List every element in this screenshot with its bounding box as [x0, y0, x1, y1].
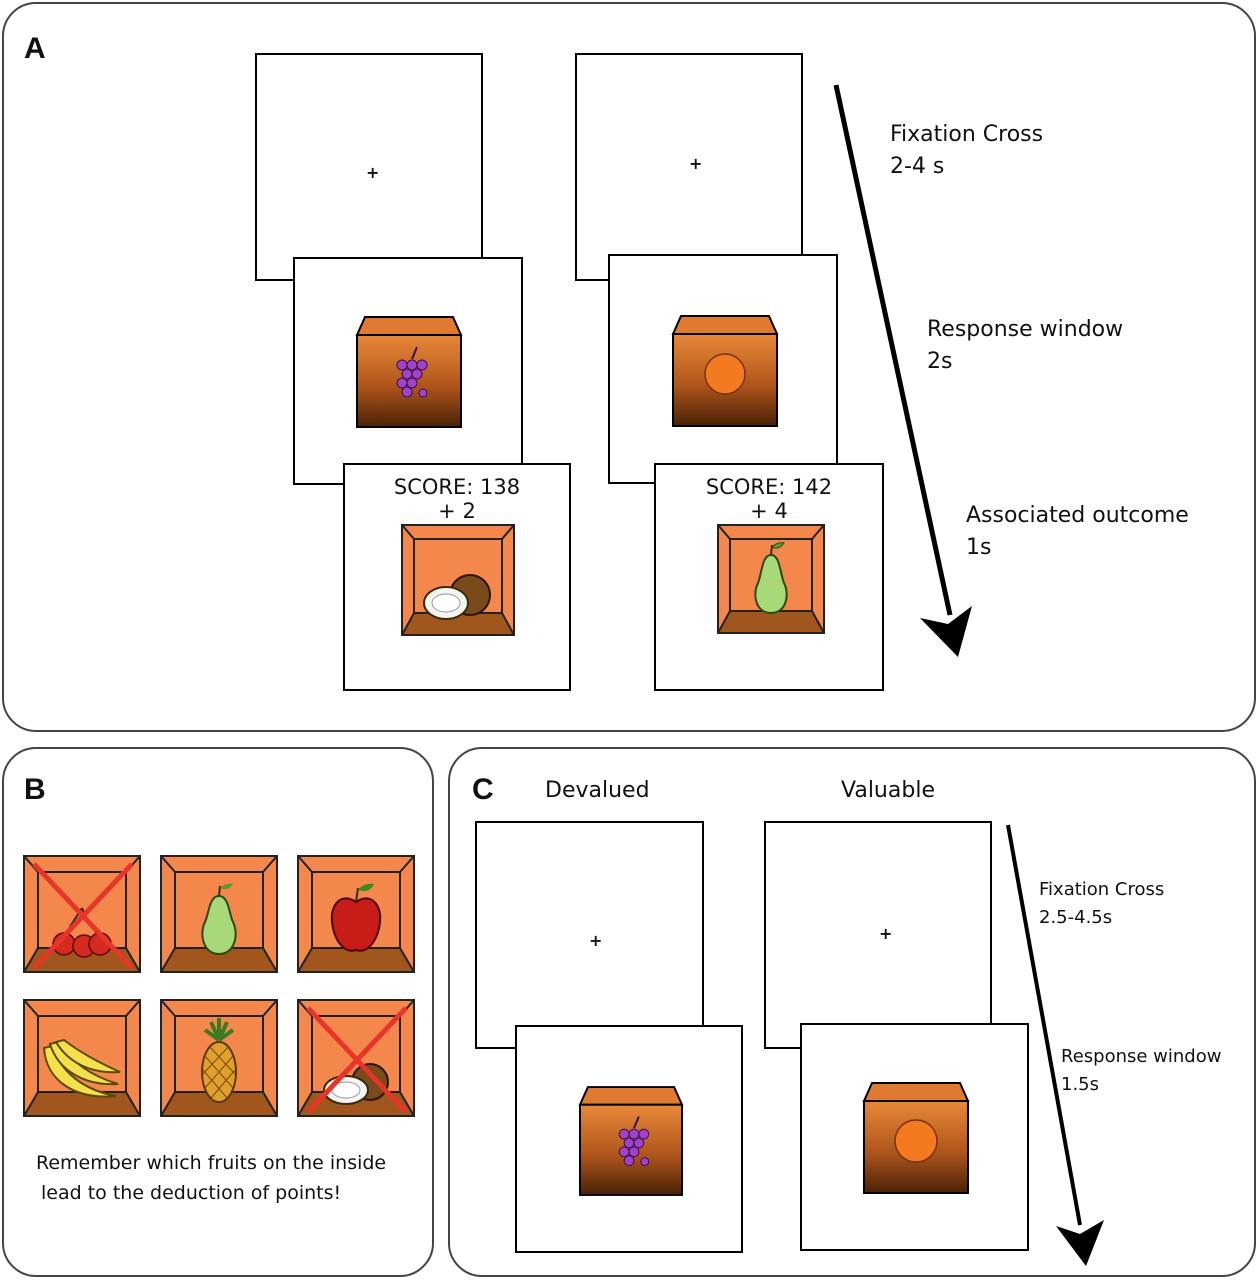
fruit-box-cherries	[23, 855, 141, 973]
outcome-screen-a2: SCORE: 142 + 4	[654, 463, 884, 691]
orange-icon	[894, 1119, 938, 1163]
header-devalued: Devalued	[545, 778, 650, 803]
open-box-pear	[717, 524, 825, 634]
grapes-icon	[618, 1116, 650, 1167]
cherries-icon	[52, 907, 112, 958]
fruit-box-grid	[23, 855, 415, 1117]
fruit-box-pear	[160, 855, 278, 973]
instruction-text: Remember which fruits on the inside lead…	[36, 1152, 387, 1204]
fixation-label-a: Fixation Cross 2-4 s	[890, 122, 1044, 179]
closed-box-grapes	[578, 1086, 684, 1196]
closed-box-orange	[862, 1082, 970, 1194]
fixation-screen-c2: +	[764, 821, 992, 1049]
panel-b-label: B	[24, 773, 46, 806]
panel-c-label: C	[472, 773, 494, 806]
score-delta: + 4	[750, 499, 788, 523]
fruit-box-pineapple	[160, 999, 278, 1117]
pear-icon	[754, 542, 788, 615]
response-screen-c2	[800, 1023, 1029, 1251]
outcome-label-a: Associated outcome 1s	[966, 503, 1189, 560]
closed-box-orange	[671, 315, 779, 427]
fixation-cross: +	[879, 924, 893, 943]
score-delta: + 2	[438, 499, 476, 523]
response-screen-c1	[515, 1025, 743, 1253]
coconut-icon	[423, 574, 491, 620]
panel-a-label: A	[24, 32, 46, 65]
pineapple-icon	[201, 1018, 237, 1103]
cross-out-icon	[32, 862, 134, 970]
apple-icon	[330, 883, 382, 952]
fixation-cross: +	[366, 163, 380, 182]
fixation-screen-a1: +	[255, 53, 483, 281]
fruit-box-apple	[297, 855, 415, 973]
header-valuable: Valuable	[841, 778, 935, 803]
outcome-screen-a1: SCORE: 138 + 2	[343, 463, 571, 691]
fixation-label-c: Fixation Cross 2.5-4.5s	[1039, 879, 1165, 928]
bananas-icon	[42, 1038, 121, 1098]
response-screen-a2	[608, 254, 838, 484]
response-screen-a1	[293, 257, 523, 485]
score-text: SCORE: 138	[393, 475, 521, 499]
fixation-cross: +	[589, 931, 603, 950]
closed-box-grapes	[355, 316, 463, 428]
open-box-coconut	[401, 524, 515, 636]
fixation-screen-a2: +	[575, 53, 803, 281]
score-text: SCORE: 142	[705, 475, 833, 499]
cross-out-icon	[306, 1006, 408, 1114]
response-label-c: Response window 1.5s	[1061, 1046, 1222, 1095]
pear-icon	[201, 883, 237, 956]
orange-icon	[704, 353, 746, 395]
timeline-arrow-a	[833, 84, 972, 657]
response-label-a: Response window 2s	[927, 317, 1124, 374]
fruit-box-coconut	[297, 999, 415, 1117]
fruit-box-bananas	[23, 999, 141, 1117]
grapes-icon	[396, 346, 428, 398]
fixation-cross: +	[689, 154, 703, 173]
